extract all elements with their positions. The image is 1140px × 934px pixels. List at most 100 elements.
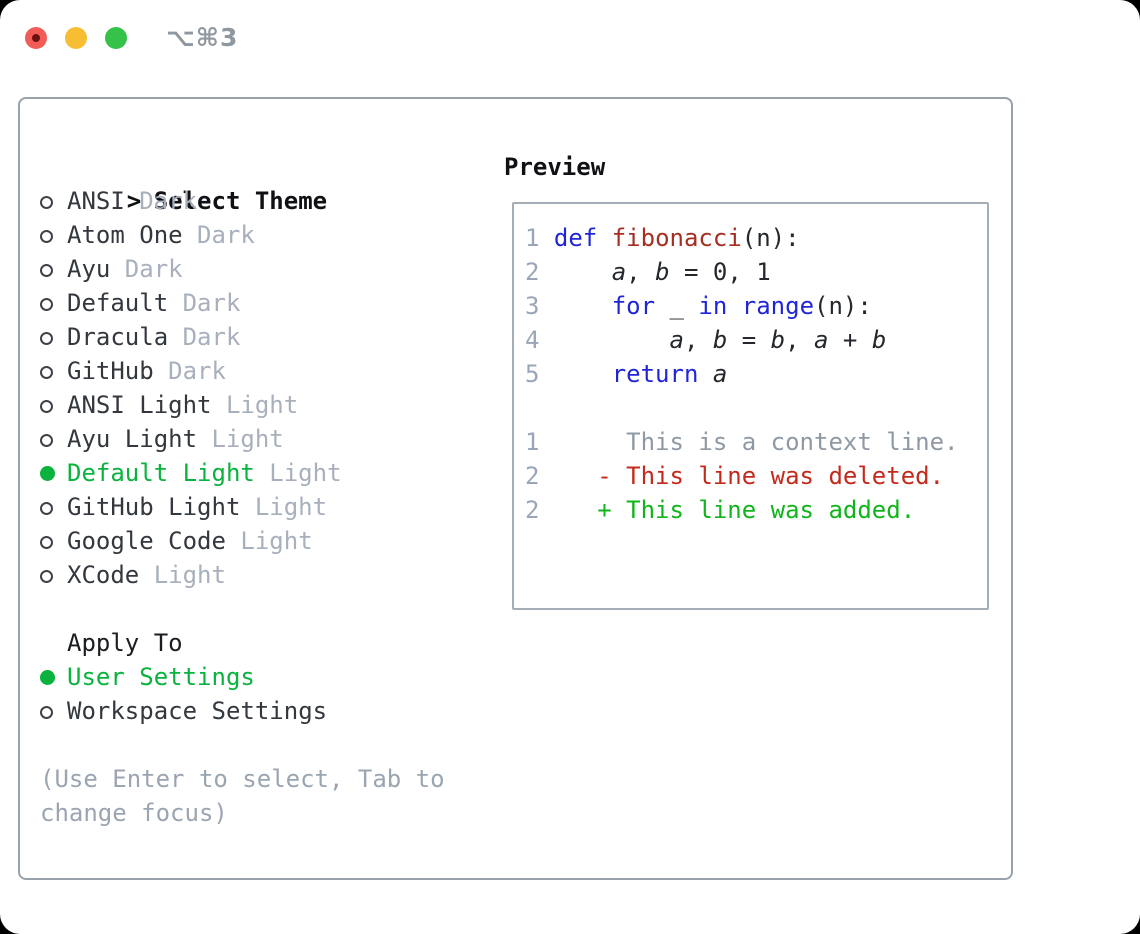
radio-unselected-icon xyxy=(40,388,67,422)
option-label: Default xyxy=(67,289,169,317)
code-segment: a xyxy=(669,326,684,354)
apply-to-header: Apply To xyxy=(67,629,183,657)
radio-unselected-icon xyxy=(40,558,67,592)
radio-selected-icon xyxy=(40,456,67,490)
line-number: 5 xyxy=(525,360,554,388)
option-variant: Dark xyxy=(168,357,226,385)
theme-option[interactable]: GitHub Light Light xyxy=(40,490,327,524)
code-segment: for xyxy=(611,292,656,320)
radio-unselected-icon xyxy=(40,524,67,558)
code-segment: a xyxy=(814,326,829,354)
option-label: GitHub xyxy=(67,357,154,385)
option-label: GitHub Light xyxy=(67,493,241,521)
code-segment: in xyxy=(698,292,728,320)
option-label: Default Light xyxy=(67,459,255,487)
close-button[interactable] xyxy=(25,27,47,49)
code-segment: a xyxy=(712,360,728,388)
code-segment: , xyxy=(626,258,656,286)
code-segment: , xyxy=(785,326,815,354)
radio-unselected-icon xyxy=(40,694,67,728)
radio-unselected-icon xyxy=(40,354,67,388)
option-label: Dracula xyxy=(67,323,169,351)
line-number: 4 xyxy=(525,326,554,354)
option-variant: Light xyxy=(269,459,342,487)
radio-selected-icon xyxy=(40,660,67,694)
line-number: 2 xyxy=(525,496,554,524)
code-segment: _ xyxy=(655,292,699,320)
theme-option[interactable]: Default Light Light xyxy=(40,456,342,490)
radio-unselected-icon xyxy=(40,218,67,252)
code-segment: = 0, 1 xyxy=(669,258,771,286)
help-text: (Use Enter to select, Tab to change focu… xyxy=(40,765,445,827)
code-segment xyxy=(698,360,712,388)
code-segment: b xyxy=(712,326,728,354)
option-label: Atom One xyxy=(67,221,183,249)
code-line xyxy=(525,391,987,425)
line-number: 1 xyxy=(525,224,554,252)
maximize-button[interactable] xyxy=(105,27,127,49)
option-label: XCode xyxy=(67,561,140,589)
code-line: 2 - This line was deleted. xyxy=(525,459,987,493)
radio-unselected-icon xyxy=(40,286,67,320)
code-segment xyxy=(554,258,612,286)
apply-option[interactable]: Workspace Settings xyxy=(40,694,327,728)
theme-select-title: Select Theme xyxy=(153,187,328,215)
option-variant: Light xyxy=(240,527,313,555)
titlebar: ⌥⌘3 xyxy=(0,0,1140,97)
option-variant: Light xyxy=(153,561,226,589)
code-segment: fibonacci xyxy=(611,224,742,252)
radio-unselected-icon xyxy=(40,422,67,456)
option-variant: Dark xyxy=(124,255,183,283)
code-segment: , xyxy=(683,326,713,354)
code-line: 1 def fibonacci(n): xyxy=(525,221,987,255)
code-line: 2 a, b = 0, 1 xyxy=(525,255,987,289)
theme-option[interactable]: Ayu Dark xyxy=(40,252,183,286)
option-label: Google Code xyxy=(67,527,226,555)
option-label: Ayu Light xyxy=(67,425,198,453)
code-segment xyxy=(554,360,612,388)
radio-unselected-icon xyxy=(40,184,67,218)
theme-option[interactable]: XCode Light xyxy=(40,558,226,592)
code-line: 3 for _ in range(n): xyxy=(525,289,987,323)
radio-unselected-icon xyxy=(40,320,67,354)
code-segment: - This line was deleted. xyxy=(553,462,945,490)
line-number: 2 xyxy=(525,462,554,490)
code-segment xyxy=(554,326,670,354)
code-line: 5 return a xyxy=(525,357,987,391)
code-segment: b xyxy=(770,326,786,354)
code-segment xyxy=(597,224,611,252)
code-segment: def xyxy=(553,224,598,252)
code-segment: b xyxy=(655,258,670,286)
theme-option[interactable]: Atom One Dark xyxy=(40,218,255,252)
code-segment xyxy=(525,394,539,422)
theme-option[interactable]: GitHub Dark xyxy=(40,354,226,388)
option-variant: Light xyxy=(225,391,299,419)
code-segment: = xyxy=(727,326,771,354)
option-label: User Settings xyxy=(67,663,255,691)
line-number: 1 xyxy=(525,428,554,456)
focus-caret-icon: > xyxy=(126,187,142,215)
option-variant: Dark xyxy=(197,221,255,249)
code-segment: a xyxy=(611,258,627,286)
line-number: 2 xyxy=(525,258,554,286)
minimize-button[interactable] xyxy=(65,27,87,49)
code-line: 1 This is a context line. xyxy=(525,425,987,459)
option-label: Ayu xyxy=(67,255,111,283)
code-segment: + xyxy=(828,326,872,354)
code-segment: + This line was added. xyxy=(553,496,916,524)
code-segment xyxy=(554,292,612,320)
option-variant: Light xyxy=(254,493,328,521)
option-label: ANSI xyxy=(67,187,125,215)
radio-unselected-icon xyxy=(40,252,67,286)
apply-option[interactable]: User Settings xyxy=(40,660,255,694)
theme-option[interactable]: Google Code Light xyxy=(40,524,313,558)
